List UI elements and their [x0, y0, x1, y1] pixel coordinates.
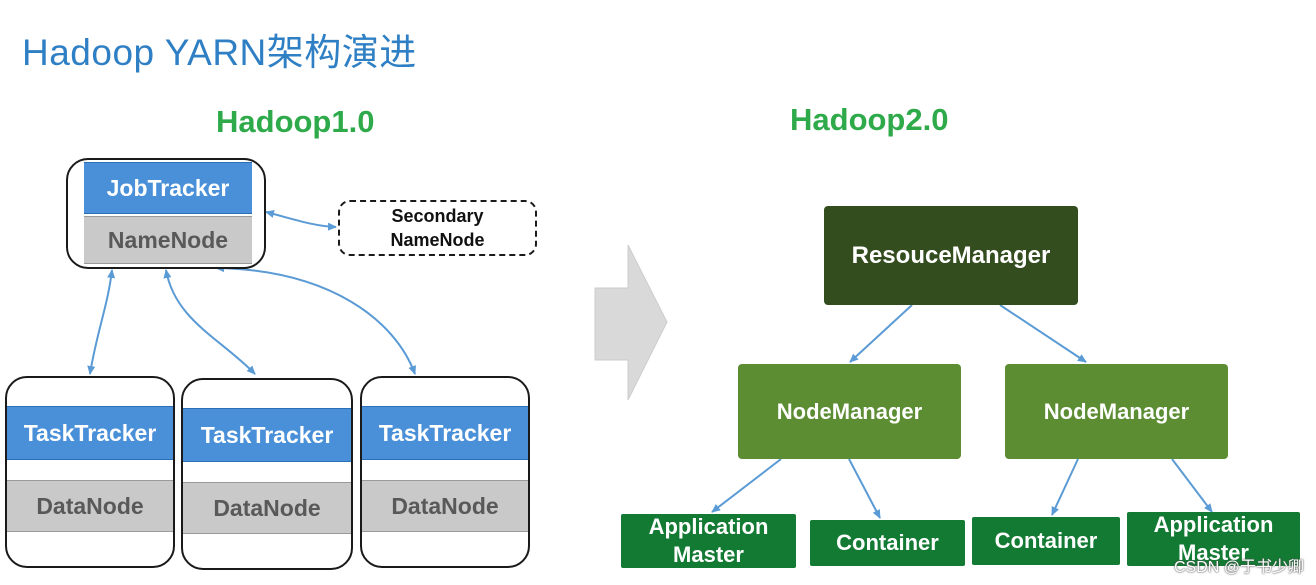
page-title: Hadoop YARN架构演进 — [22, 32, 417, 73]
secondary-namenode-box: Secondary NameNode — [338, 200, 537, 256]
hadoop1-heading: Hadoop1.0 — [216, 104, 375, 139]
tree-connector-arrow — [999, 304, 1087, 363]
hadoop2-heading: Hadoop2.0 — [790, 102, 949, 137]
node-manager-box-2: NodeManager — [1005, 364, 1228, 459]
worker-node-3: TaskTracker DataNode — [360, 376, 530, 568]
tasktracker-label: TaskTracker — [7, 406, 173, 460]
tasktracker-label: TaskTracker — [183, 408, 351, 462]
datanode-label: DataNode — [362, 480, 528, 532]
worker-node-2: TaskTracker DataNode — [181, 378, 353, 570]
double-headed-arrow — [265, 210, 337, 231]
tasktracker-label: TaskTracker — [362, 406, 528, 460]
node-manager-box-1: NodeManager — [738, 364, 961, 459]
tree-connector-arrow — [849, 304, 913, 363]
container-box-2: Container — [972, 517, 1120, 565]
container-box-1: Container — [810, 520, 965, 566]
datanode-label: DataNode — [7, 480, 173, 532]
tree-connector-arrow — [1171, 458, 1213, 513]
tree-connector-arrow — [1051, 458, 1079, 516]
jobtracker-label: JobTracker — [84, 162, 252, 214]
watermark: CSDN @于书少卿 — [1173, 559, 1304, 576]
double-headed-arrow — [87, 269, 116, 375]
resource-manager-box: ResouceManager — [824, 206, 1078, 305]
double-headed-arrow — [215, 264, 416, 375]
namenode-label: NameNode — [84, 216, 252, 264]
tree-connector-arrow — [711, 458, 782, 513]
worker-node-1: TaskTracker DataNode — [5, 376, 175, 568]
application-master-box-1: Application Master — [621, 514, 796, 568]
jobtracker-namenode-box: JobTracker NameNode — [66, 158, 266, 269]
datanode-label: DataNode — [183, 482, 351, 534]
transition-chevron-arrow — [594, 244, 668, 401]
tree-connector-arrow — [848, 458, 881, 519]
double-headed-arrow — [163, 269, 256, 375]
application-master-box-2: Application Master — [1127, 512, 1300, 566]
